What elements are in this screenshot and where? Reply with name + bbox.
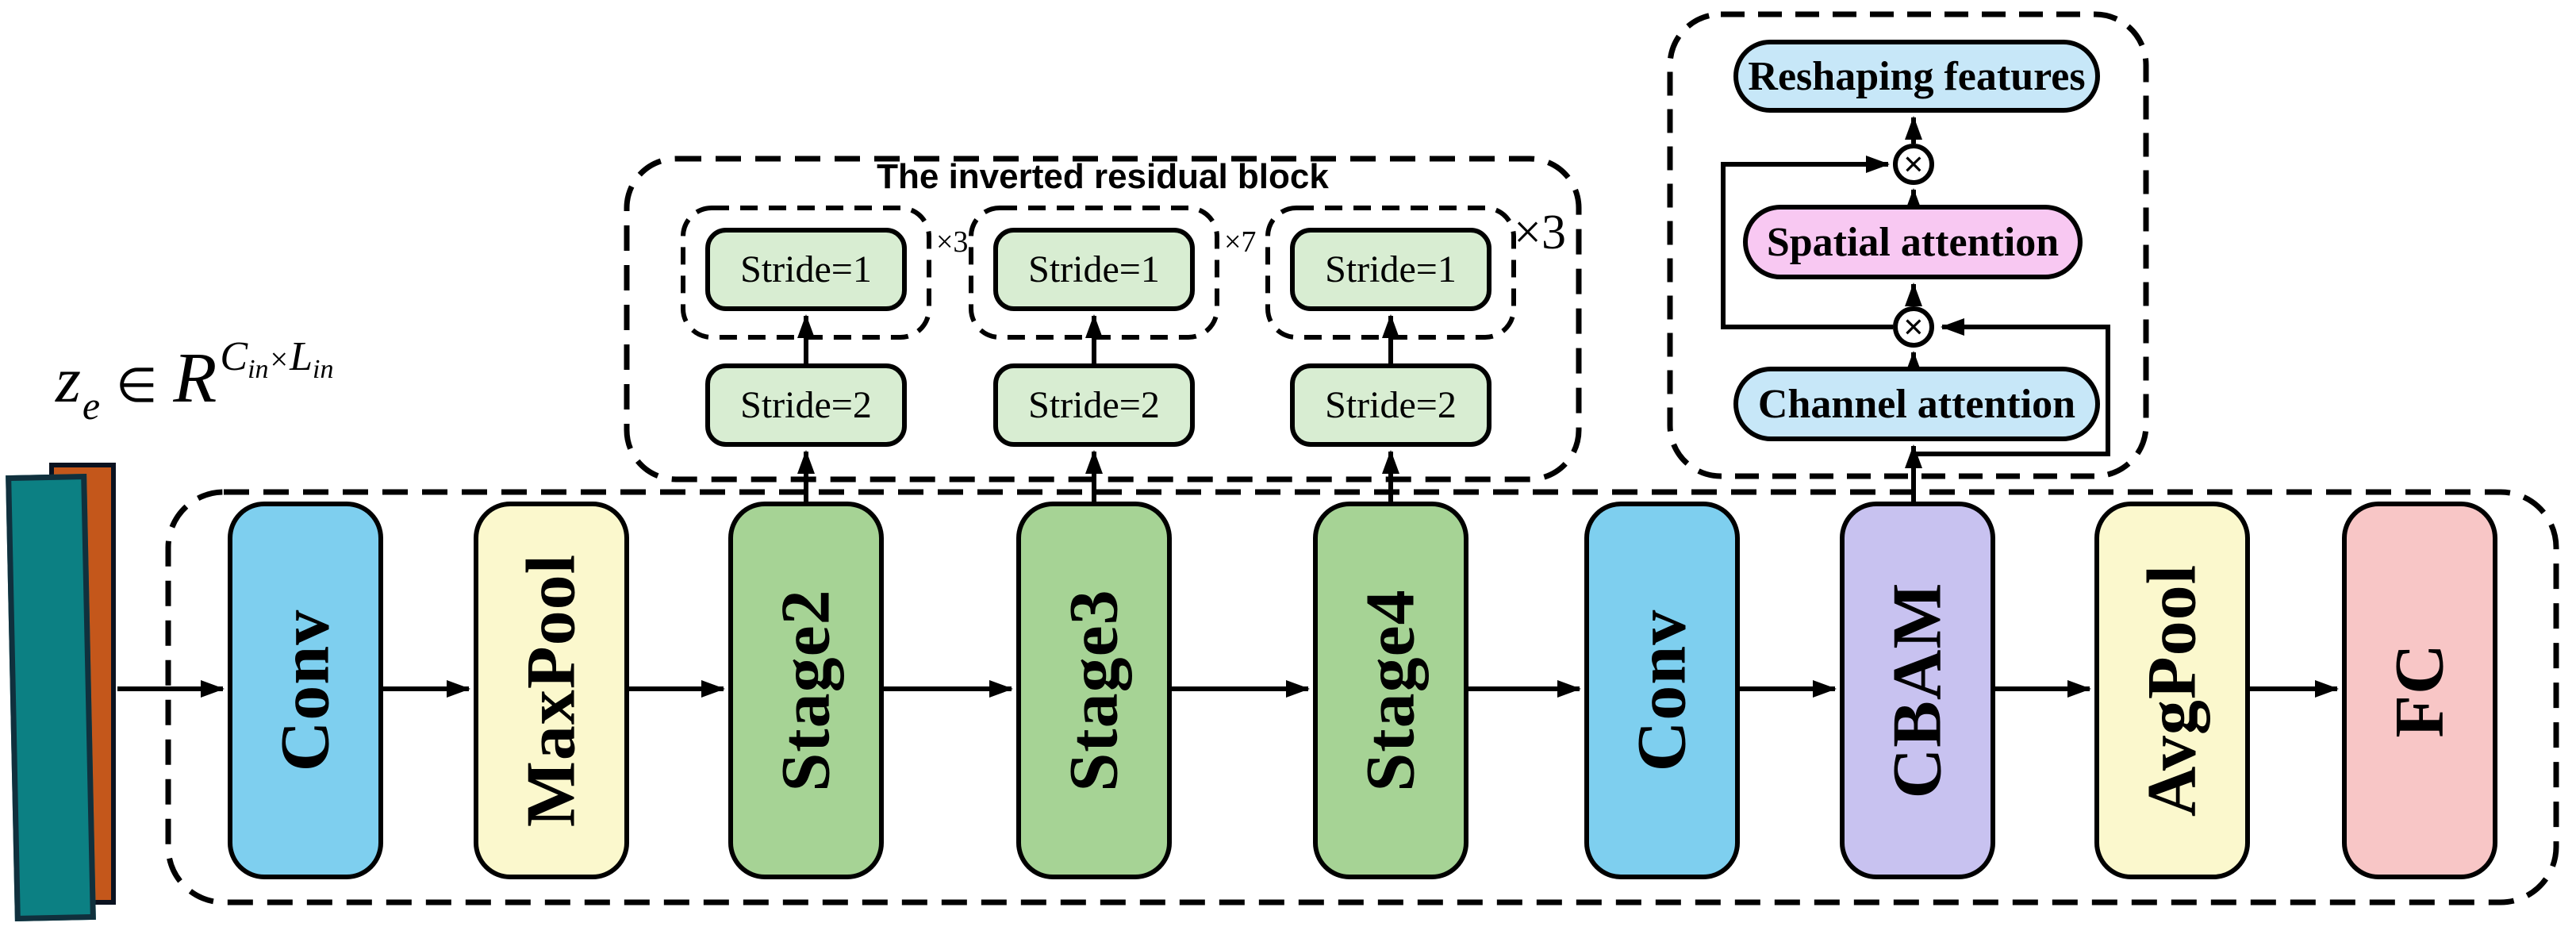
formula-var: z [56,344,81,416]
multiply-symbol: × [1902,144,1925,184]
channel-attention-pill: Channel attention [1733,367,2100,441]
formula-lin-sub: in [313,355,334,384]
pipeline-box-stage4: Stage4 [1313,502,1468,879]
stride1-label-1: Stride=1 [740,248,872,290]
main-pipeline-dashed-box [165,489,2559,905]
multiply-icon-lower: × [1893,306,1934,348]
inverted-residual-dashed-box [624,156,1582,483]
formula-cin-sub: in [248,355,269,384]
stride1-box-2: Stride=1 [993,228,1195,311]
pipeline-box-stage3: Stage3 [1016,502,1172,879]
stride1-label-2: Stride=1 [1028,248,1160,290]
repeat-count-1: ×3 [936,225,969,259]
stride1-label-3: Stride=1 [1325,248,1457,290]
pipeline-box-conv2: Conv [1584,502,1740,879]
formula-element-of: ∈ [116,359,158,412]
pipeline-label-fc: FC [2381,643,2459,738]
stride2-box-1: Stride=2 [705,363,907,447]
pipeline-box-conv1: Conv [228,502,383,879]
formula-cin: C [220,334,248,379]
formula-set: R [173,339,217,417]
reshaping-features-pill: Reshaping features [1733,40,2100,113]
pipeline-label-stage2: Stage2 [767,589,845,792]
stride2-label-3: Stride=2 [1325,384,1457,426]
cbam-detail-dashed-box [1667,11,2149,479]
formula-exponent: Cin×Lin [220,333,333,385]
pipeline-label-conv1: Conv [267,609,344,772]
stride-arrows [797,314,1399,502]
multiply-symbol: × [1902,306,1925,347]
pipeline-label-avgpool: AvgPool [2133,563,2211,817]
stride2-label-2: Stride=2 [1028,384,1160,426]
input-formula: ze∈RCin×Lin [56,334,333,429]
repeat-count-2: ×7 [1224,225,1257,259]
input-slab-teal [6,473,96,922]
pipeline-box-cbam: CBAM [1840,502,1995,879]
skip-connection-left [1721,156,1893,329]
pipeline-label-conv2: Conv [1623,609,1701,772]
spatial-attention-label: Spatial attention [1766,219,2060,265]
pipeline-box-fc: FC [2342,502,2497,879]
skip-connection-right [1914,318,2110,456]
formula-lin: L [290,334,313,379]
pipeline-label-stage4: Stage4 [1352,589,1430,792]
stride1-box-1: Stride=1 [705,228,907,311]
multiply-icon-upper: × [1893,144,1934,185]
pipeline-label-maxpool: MaxPool [513,553,590,828]
stride2-label-1: Stride=2 [740,384,872,426]
pipeline-box-stage2: Stage2 [728,502,884,879]
formula-times: × [270,341,289,377]
stride2-box-2: Stride=2 [993,363,1195,447]
stride1-box-3: Stride=1 [1290,228,1491,311]
reshaping-features-label: Reshaping features [1748,53,2086,99]
repeat-count-3: ×3 [1514,206,1566,260]
pipeline-box-avgpool: AvgPool [2094,502,2250,879]
stride2-box-3: Stride=2 [1290,363,1491,447]
inverted-residual-title: The inverted residual block [877,157,1329,196]
formula-var-sub: e [82,383,101,428]
pipeline-label-cbam: CBAM [1879,582,1956,799]
channel-attention-label: Channel attention [1757,381,2076,427]
cbam-arrows [1721,116,2110,502]
spatial-attention-pill: Spatial attention [1743,205,2083,279]
pipeline-label-stage3: Stage3 [1055,589,1133,792]
pipeline-box-maxpool: MaxPool [474,502,629,879]
